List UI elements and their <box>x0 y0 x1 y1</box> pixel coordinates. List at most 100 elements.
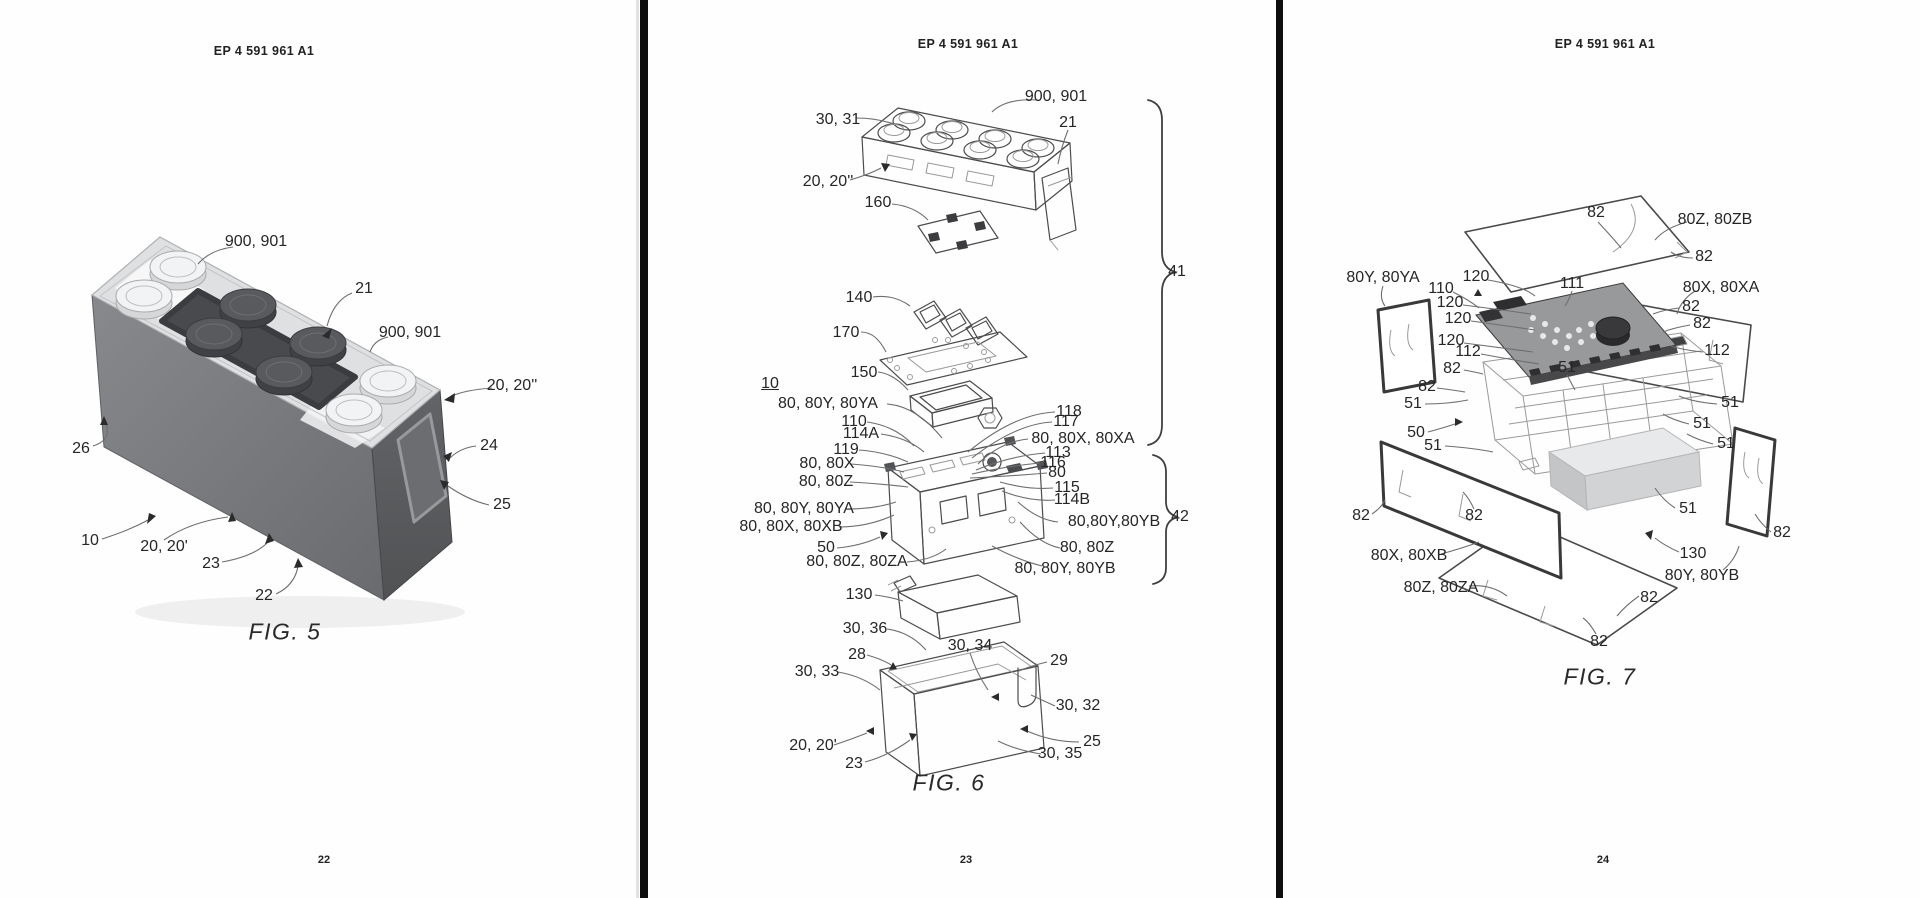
reference-numeral: 80, 80Y, 80YB <box>1014 560 1116 577</box>
page-1-number: 22 <box>317 854 331 866</box>
reference-numeral: 82 <box>1590 633 1608 650</box>
reference-numeral: 29 <box>1050 652 1068 669</box>
exploded-foam-block <box>1547 427 1702 511</box>
reference-numeral: 25 <box>1083 733 1101 750</box>
reference-numeral: 113 <box>1045 444 1071 461</box>
reference-numeral: 119 <box>833 441 859 458</box>
reference-numeral: 51 <box>1679 500 1697 517</box>
reference-numeral: 42 <box>1171 508 1189 525</box>
patent-page-2: EP 4 591 961 A1 <box>648 0 1276 898</box>
reference-numeral: 130 <box>1679 545 1707 562</box>
reference-numeral: 900, 901 <box>224 233 288 250</box>
reference-numeral: 115 <box>1054 479 1080 496</box>
patent-page-3: EP 4 591 961 A1 <box>1283 0 1920 898</box>
reference-numeral: 23 <box>845 755 863 772</box>
reference-numeral: 82 <box>1695 248 1713 265</box>
exploded-pcb-assembly <box>1475 282 1678 385</box>
reference-numeral: 112 <box>1455 343 1481 360</box>
reference-numeral: 120 <box>1437 332 1465 349</box>
bracket-42 <box>1152 454 1179 585</box>
page-1-header: EP 4 591 961 A1 <box>213 44 315 58</box>
reference-numeral: 80, 80Z <box>798 473 854 490</box>
reference-numeral: 82 <box>1418 378 1436 395</box>
reference-numeral: 20, 20'' <box>486 377 538 394</box>
reference-numeral: 80Z, 80ZB <box>1677 211 1753 228</box>
reference-numeral: 82 <box>1587 204 1605 221</box>
brick-illustration <box>90 236 465 628</box>
page-2-header: EP 4 591 961 A1 <box>917 37 1019 51</box>
fig5-drawing <box>90 236 493 628</box>
reference-numeral: 80Z, 80ZA <box>1403 579 1479 596</box>
exploded-left-panel <box>1376 298 1437 394</box>
dark-studs <box>185 288 347 396</box>
reference-numeral: 82 <box>1693 315 1711 332</box>
reference-numeral: 51 <box>1424 437 1442 454</box>
fig6-leader-lines <box>833 99 1080 763</box>
reference-numeral: 80, 80X, 80XB <box>739 518 843 535</box>
reference-numeral: 80Y, 80YA <box>1346 269 1420 286</box>
reference-numeral: 23 <box>202 555 220 572</box>
reference-numeral: 170 <box>832 324 860 341</box>
reference-numeral: 82 <box>1773 524 1791 541</box>
reference-numeral: 25 <box>493 496 511 513</box>
reference-numeral: 900, 901 <box>1024 88 1088 105</box>
brick-clip-leg <box>1041 167 1077 241</box>
reference-numeral: 114B <box>1053 491 1091 508</box>
reference-numeral: 111 <box>1559 275 1585 292</box>
reference-numeral: 900, 901 <box>378 324 442 341</box>
fig5-caption: FIG. 5 <box>248 618 322 645</box>
reference-numeral: 30, 34 <box>947 637 993 654</box>
reference-numeral: 80,80Y,80YB <box>1067 513 1161 530</box>
exploded-main-module <box>884 436 1048 565</box>
reference-numeral: 116 <box>1040 454 1066 471</box>
page-2-number: 23 <box>959 854 973 866</box>
exploded-antenna-140 <box>913 300 999 346</box>
page-3-number: 24 <box>1596 854 1610 866</box>
page-divider-1 <box>640 0 648 898</box>
reference-numeral: 21 <box>1059 114 1077 131</box>
reference-numeral: 114A <box>842 425 880 442</box>
reference-numeral: 150 <box>850 364 878 381</box>
reference-numeral: 82 <box>1443 360 1461 377</box>
divider-shadow-1 <box>636 0 639 898</box>
side-tab <box>396 412 448 524</box>
reference-numeral: 22 <box>255 587 273 604</box>
exploded-top-brick <box>861 107 1077 251</box>
fig7-caption: FIG. 7 <box>1563 663 1637 690</box>
bracket-41 <box>1147 99 1179 446</box>
reference-numeral: 51 <box>1717 435 1735 452</box>
reference-numeral: 80, 80X, 80XA <box>1031 430 1135 447</box>
page-divider-2 <box>1276 0 1283 898</box>
reference-numeral: 82 <box>1352 507 1370 524</box>
reference-numeral: 110 <box>1428 280 1454 297</box>
page-3-header: EP 4 591 961 A1 <box>1554 37 1656 51</box>
reference-numeral: 160 <box>864 194 892 211</box>
exploded-plate-160 <box>917 210 999 254</box>
reference-numeral: 80, 80X <box>799 455 855 472</box>
reference-numeral: 80, 80Z, 80ZA <box>806 553 908 570</box>
fig5-leader-lines <box>92 246 493 595</box>
reference-numeral: 80 <box>1048 464 1066 481</box>
reference-numeral: 50 <box>817 539 835 556</box>
reference-numeral: 130 <box>845 586 873 603</box>
exploded-display-150 <box>909 380 1003 429</box>
exploded-right-small-panel <box>1725 426 1777 538</box>
reference-numeral: 120 <box>1436 294 1464 311</box>
patent-page-1: EP 4 591 961 A1 <box>0 0 640 898</box>
reference-numeral: 26 <box>72 440 90 457</box>
reference-numeral: 30, 33 <box>794 663 840 680</box>
reference-numeral: 51 <box>1404 395 1422 412</box>
transparent-studs <box>115 250 417 434</box>
reference-numeral: 24 <box>480 437 498 454</box>
reference-numeral: 30, 36 <box>842 620 888 637</box>
reference-numeral: 30, 35 <box>1037 745 1083 762</box>
fig6-drawing <box>833 99 1179 777</box>
reference-numeral: 82 <box>1640 589 1658 606</box>
reference-numeral: 10 <box>81 532 99 549</box>
reference-numeral: 30, 31 <box>815 111 861 128</box>
fig6-caption: FIG. 6 <box>912 769 986 796</box>
reference-numeral: 82 <box>1682 298 1700 315</box>
